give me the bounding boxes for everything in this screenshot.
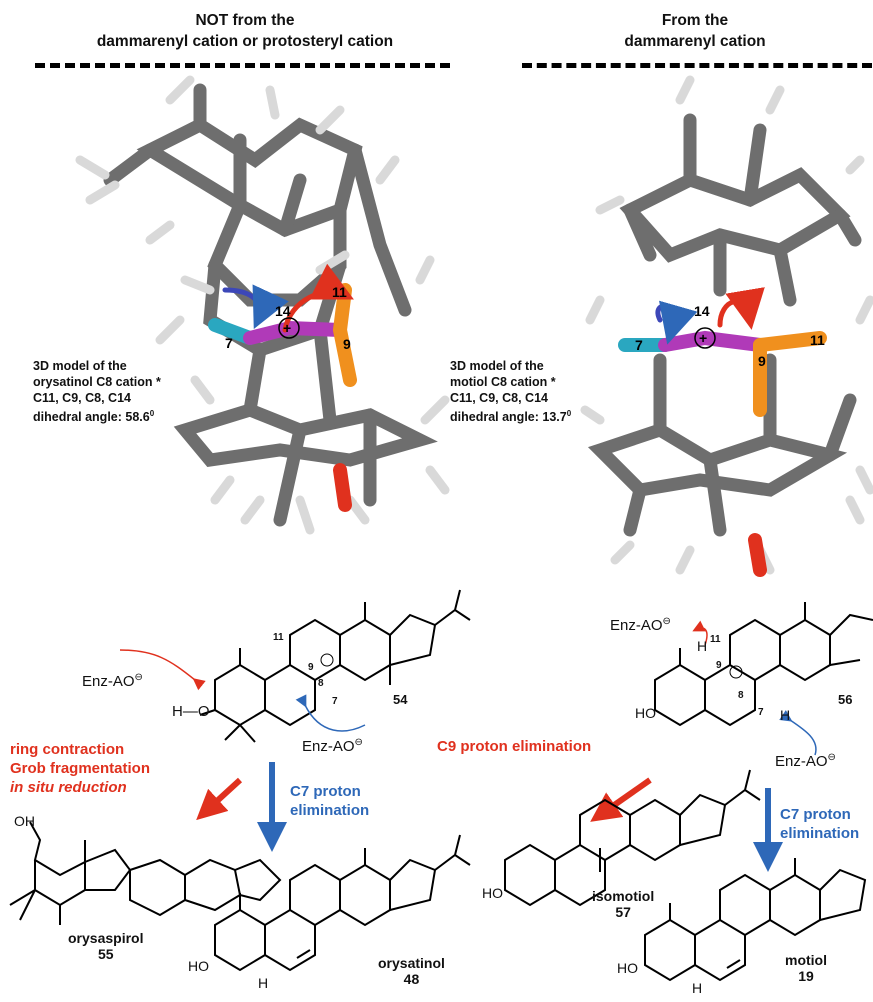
isomotiol-name: isomotiol 57 (592, 888, 655, 920)
left-atom-14: 14 (275, 303, 291, 319)
left-num-7: 7 (332, 696, 338, 707)
right-caption-line2: motiol C8 cation * (450, 375, 556, 389)
right-red-path-arrow (590, 777, 652, 822)
left-atom-9: 9 (343, 336, 351, 352)
right-caption-line4: dihedral angle: 13.70 (450, 409, 572, 425)
product-orysaspirol-55 (9, 821, 282, 925)
right-caption-line3: C11, C9, C8, C14 (450, 391, 548, 405)
right-cation-charge-icon (729, 665, 743, 679)
isomotiol-ho: HO (482, 885, 503, 901)
orysaspirol-name: orysaspirol 55 (68, 930, 144, 962)
right-cation-ho: HO (635, 705, 656, 721)
left-header-line2: dammarenyl cation or protosteryl cation (96, 33, 394, 50)
right-header-line1: From the (661, 12, 729, 29)
right-num-11: 11 (710, 634, 721, 645)
right-3d-model (580, 75, 873, 577)
left-caption-line3: C11, C9, C8, C14 (33, 391, 131, 405)
orysaspirol-oh: OH (14, 813, 35, 829)
right-atom-plus: + (699, 330, 707, 346)
left-cation-charge-icon (320, 653, 334, 667)
right-header: From the dammarenyl cation (520, 10, 870, 52)
right-enz-top: Enz-AO⊖ (610, 616, 671, 634)
right-atom-14: 14 (694, 303, 710, 319)
motiol-h: H (692, 980, 703, 996)
left-header-line1: NOT from the (195, 12, 295, 29)
orysatinol-h: H (258, 975, 269, 991)
left-caption-line1: 3D model of the (33, 359, 127, 373)
left-red-path-text: ring contraction Grob fragmentation in s… (10, 741, 151, 796)
left-model-caption: 3D model of the orysatinol C8 cation * C… (33, 358, 203, 425)
left-caption-line2: orysatinol C8 cation * (33, 375, 161, 389)
right-atom-9: 9 (758, 353, 766, 369)
left-header: NOT from the dammarenyl cation or protos… (40, 10, 450, 52)
right-h-bottom: H (780, 707, 791, 723)
orysatinol-ho: HO (188, 958, 209, 974)
right-header-divider (522, 63, 872, 68)
right-red-path-text: C9 proton elimination (437, 738, 592, 755)
right-blue-mech-arrow (779, 710, 817, 756)
product-motiol-19 (644, 858, 867, 982)
right-enz-bottom: Enz-AO⊖ (775, 752, 836, 770)
product-isomotiol-57 (504, 769, 761, 907)
right-atom-7: 7 (635, 337, 643, 353)
right-atom-11: 11 (810, 332, 825, 348)
right-num-7: 7 (758, 707, 764, 718)
left-3d-model (75, 75, 450, 535)
left-caption-line4: dihedral angle: 58.60 (33, 409, 155, 425)
left-atom-11: 11 (332, 284, 347, 300)
right-header-line2: dammarenyl cation (624, 33, 766, 50)
left-h-o: H—O (172, 703, 210, 720)
left-enz-top: Enz-AO⊖ (82, 672, 143, 690)
right-model-caption: 3D model of the motiol C8 cation * C11, … (450, 358, 620, 425)
right-caption-line1: 3D model of the (450, 359, 544, 373)
right-blue-path-text: C7 proton elimination (780, 806, 860, 842)
right-cation-label: 56 (838, 692, 853, 707)
left-enz-bottom: Enz-AO⊖ (302, 737, 363, 755)
left-blue-mech-arrow (295, 694, 366, 732)
left-red-path-arrow (196, 777, 243, 821)
product-orysatinol-48 (214, 834, 471, 972)
left-atom-plus: + (283, 320, 291, 336)
right-h-top: H (697, 638, 708, 654)
left-scheme-cation-54 (199, 589, 471, 743)
left-num-8: 8 (318, 678, 324, 689)
left-num-9: 9 (308, 662, 314, 673)
right-red-mech-arrow (692, 620, 708, 646)
left-atom-7: 7 (225, 335, 233, 351)
motiol-ho: HO (617, 960, 638, 976)
right-scheme-cation-56 (654, 602, 873, 727)
motiol-name: motiol 19 (785, 952, 827, 984)
left-header-divider (35, 63, 450, 68)
left-red-mech-arrow (119, 649, 206, 691)
left-cation-label: 54 (393, 692, 408, 707)
left-blue-path-text: C7 proton elimination (290, 783, 370, 819)
right-num-9: 9 (716, 660, 722, 671)
orysatinol-name: orysatinol 48 (378, 955, 445, 987)
left-num-11: 11 (273, 632, 284, 643)
right-num-8: 8 (738, 690, 744, 701)
